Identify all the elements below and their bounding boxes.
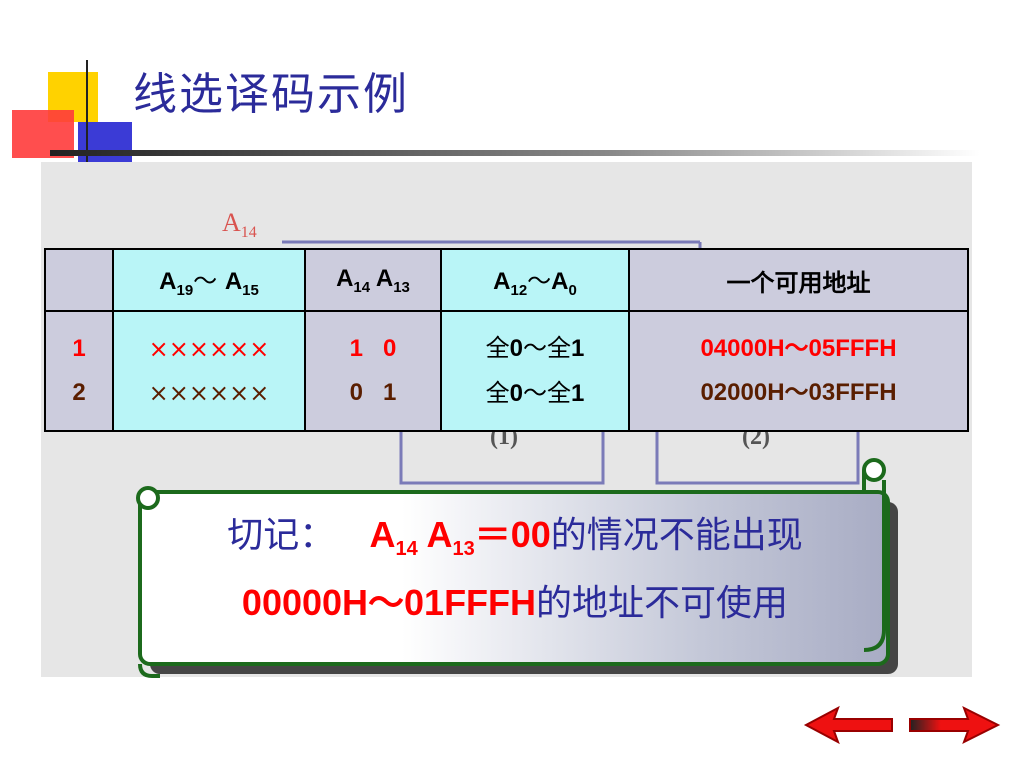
a14-label: A14 [222,208,257,242]
table-header-row: A19～ A15 A14 A13 A12～A0 一个可用地址 [44,248,969,312]
cell-num: 1 2 [44,310,114,432]
header-num [44,248,114,312]
row-1-num: 1 [72,335,86,362]
header-a12-a0: A12～A0 [440,248,630,312]
title-underline [50,150,980,156]
cell-a14: 1 0 0 1 [304,310,442,432]
row-1-a19: ×××××× [148,335,270,363]
note-line-2: 00000H～01FFFH的地址不可使用 [241,582,789,625]
decoder-box-2 [655,430,860,485]
header-a19-a15: A19～ A15 [112,248,306,312]
left-arrow-icon[interactable] [800,702,896,748]
right-arrow-icon[interactable] [908,702,1004,748]
decoder-box-1 [399,430,605,485]
row-1-a12: 全0～全1 [485,334,585,362]
page-title: 线选译码示例 [133,69,409,120]
cell-address: 04000H～05FFFH 02000H～03FFFH [628,310,969,432]
note-line-1: 切记： A14 A13＝00的情况不能出现 [227,514,803,561]
table-body-row: 1 2 ×××××× ×××××× 1 0 0 1 全0～全1 全0～全1 04… [44,310,969,432]
row-1-address: 04000H～05FFFH [700,335,897,362]
row-2-a14: 0 1 [349,379,397,406]
note-text: 切记： A14 A13＝00的情况不能出现 00000H～01FFFH的地址不可… [150,508,880,631]
cell-a19: ×××××× ×××××× [112,310,306,432]
row-2-a19: ×××××× [148,379,270,407]
row-1-a14: 1 0 [349,335,397,362]
address-table: A19～ A15 A14 A13 A12～A0 一个可用地址 1 2 ×××××… [44,248,969,432]
cell-a12: 全0～全1 全0～全1 [440,310,630,432]
row-2-address: 02000H～03FFFH [700,379,897,406]
header-a14-a13: A14 A13 [304,248,442,312]
header-address: 一个可用地址 [628,248,969,312]
row-2-num: 2 [72,379,86,406]
row-2-a12: 全0～全1 [485,379,585,407]
